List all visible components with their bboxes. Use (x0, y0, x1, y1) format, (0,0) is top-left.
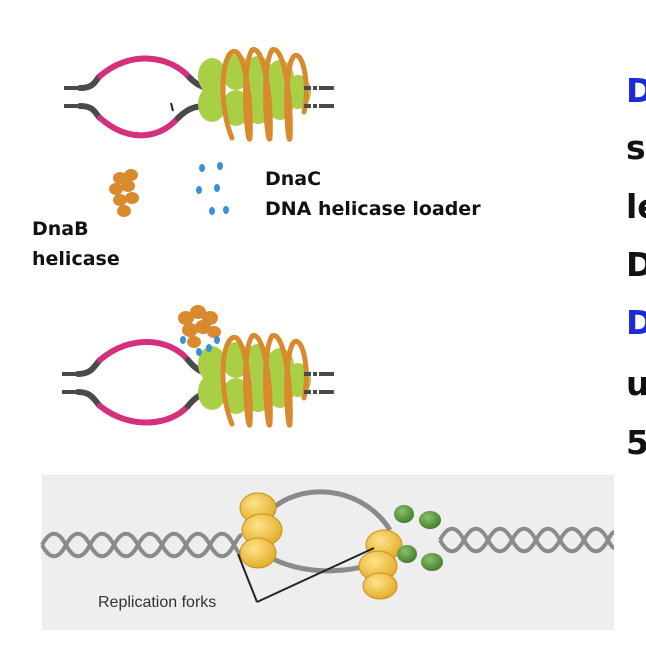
right-duplex-ends (304, 371, 334, 395)
right-text-fragment-4: D (626, 245, 646, 284)
left-helix (40, 531, 243, 559)
right-text-fragment-2: s (626, 128, 646, 167)
dnac-label-line-1: DnaC (265, 168, 322, 190)
right-fork-helicase (358, 529, 403, 600)
replication-forks-label: Replication forks (98, 594, 217, 611)
replication-forks-panel (40, 475, 615, 630)
bubble-strands (75, 339, 215, 426)
right-text-fragment-1: D (626, 71, 646, 110)
dnac-bound-dots (180, 336, 220, 356)
right-text-fragment-5: D (626, 303, 646, 342)
left-duplex-ends (62, 372, 76, 394)
dnaa-complex-middle (198, 342, 311, 414)
strand-nick (170, 102, 174, 112)
dnab-label-line-1: DnaB (32, 218, 89, 240)
dnab-label: DnaB helicase (32, 214, 120, 274)
fork-binding-proteins (394, 505, 443, 571)
right-text-fragment-3: le (626, 187, 646, 226)
dnac-label-line-2: DNA helicase loader (265, 198, 481, 220)
left-fork-helicase (239, 492, 283, 569)
fork-pointer-lines (237, 547, 375, 603)
dnaa-complex-top (198, 54, 311, 126)
right-text-fragment-7: 5 (626, 423, 646, 462)
wrapped-dna-coil-middle (220, 333, 309, 428)
right-duplex-ends (304, 85, 334, 109)
right-text-fragment-6: u (626, 364, 646, 403)
origin-bubble-top (64, 47, 334, 142)
bubble-strands (77, 55, 215, 139)
wrapped-dna-coil-top (220, 47, 309, 142)
dnab-label-line-2: helicase (32, 248, 120, 270)
dnac-loader-dots (196, 162, 229, 215)
panel-background (42, 475, 614, 630)
dnab-helicase-cluster (109, 169, 139, 217)
dnab-bound-cluster (178, 305, 221, 348)
left-duplex-ends (64, 86, 78, 108)
dnac-label: DnaC DNA helicase loader (265, 164, 481, 224)
right-helix (438, 526, 615, 554)
origin-bubble-middle (62, 305, 334, 428)
